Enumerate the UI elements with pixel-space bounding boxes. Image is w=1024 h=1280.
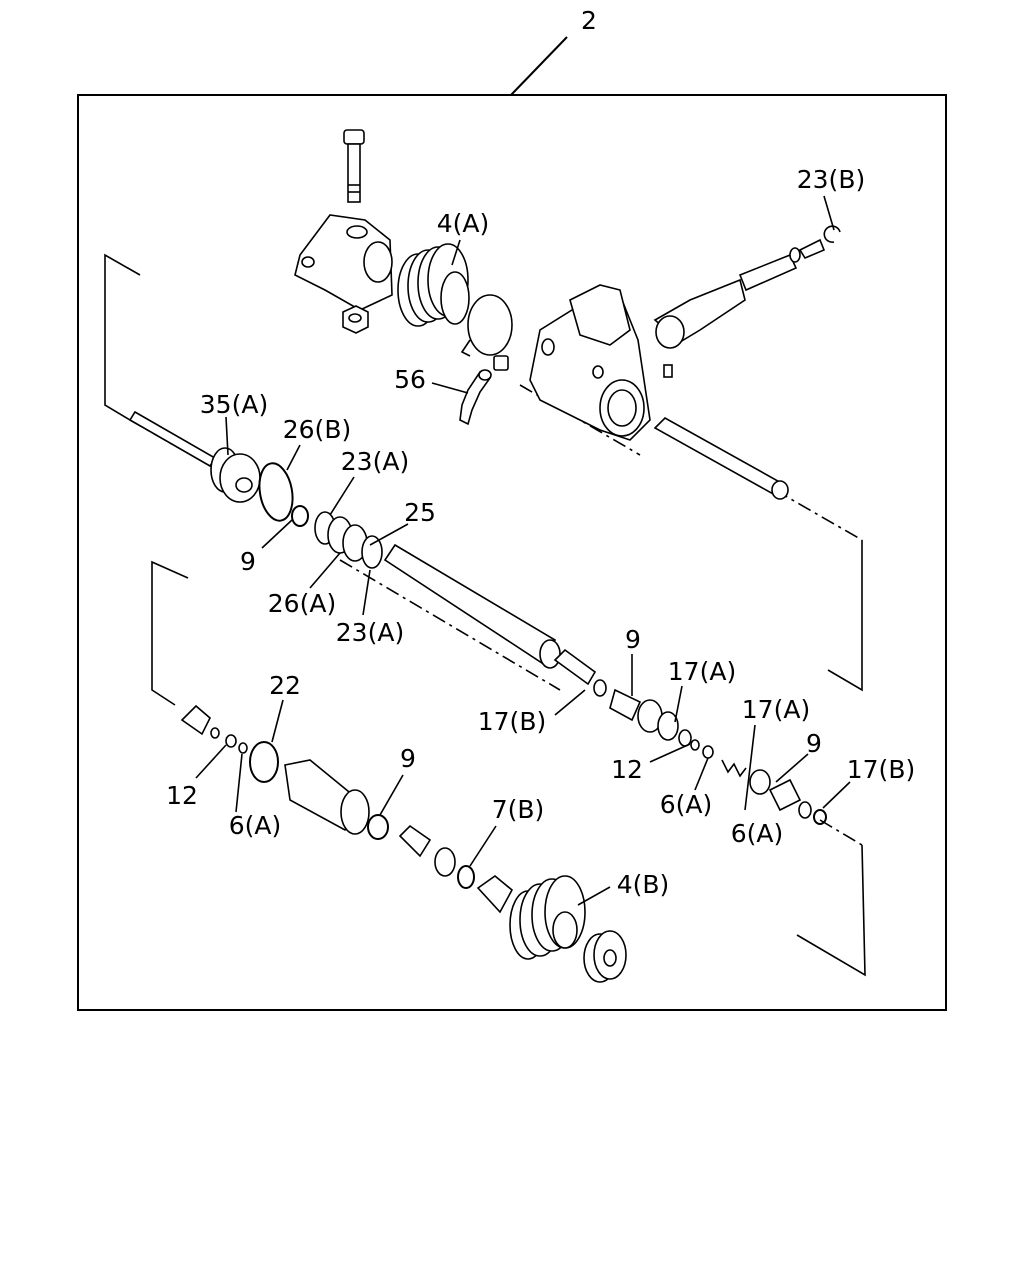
callout-12-left: 12 <box>166 781 198 810</box>
valve-parts-right <box>690 739 827 825</box>
callout-26b: 26(B) <box>283 415 351 444</box>
callout-6a-left: 6(A) <box>229 811 282 840</box>
part-9-left-ring <box>291 505 309 527</box>
inner-rod-left <box>128 410 217 468</box>
callout-12-right: 12 <box>611 755 643 784</box>
callout-17a-right: 17(A) <box>742 695 810 724</box>
callout-4a: 4(A) <box>437 209 490 238</box>
end-cap <box>583 930 627 983</box>
assembly-frame <box>77 94 947 1011</box>
assembly-label: 2 <box>581 6 597 35</box>
lower-left-end <box>180 704 248 754</box>
callout-9-mid: 9 <box>625 625 641 654</box>
mounting-bolt <box>343 129 365 203</box>
leader-lines <box>195 195 851 906</box>
part-26b-oring <box>258 462 294 522</box>
tie-rod-tube-upper <box>653 417 789 500</box>
callout-23b-top: 23(B) <box>797 165 865 194</box>
callout-9-bottom: 9 <box>400 744 416 773</box>
callout-17a-mid: 17(A) <box>668 657 736 686</box>
callout-35a: 35(A) <box>200 390 268 419</box>
lower-cylinder <box>284 759 370 835</box>
lower-spool-parts <box>398 824 514 914</box>
callout-9-right: 9 <box>806 729 822 758</box>
callout-6a-mid: 6(A) <box>660 790 713 819</box>
callout-56: 56 <box>394 365 426 394</box>
callout-17b-right: 17(B) <box>847 755 915 784</box>
assembly-leader <box>510 36 568 96</box>
gear-housing <box>529 284 673 441</box>
callout-6a-right: 6(A) <box>731 819 784 848</box>
callout-17b-mid: 17(B) <box>478 707 546 736</box>
valve-parts-mid <box>593 679 692 747</box>
callout-7b: 7(B) <box>492 795 545 824</box>
callout-9-left: 9 <box>240 547 256 576</box>
part-4a-bellows <box>397 243 470 327</box>
seal-stack <box>314 511 383 569</box>
part-56-pipe <box>459 355 509 426</box>
callout-labels: 23(B) 4(A) 56 35(A) 26(B) 23(A) 25 9 26(… <box>166 165 915 899</box>
bracket-nut <box>342 305 369 334</box>
callout-25: 25 <box>404 498 436 527</box>
callout-4b: 4(B) <box>617 870 670 899</box>
mounting-bracket <box>294 214 393 311</box>
rack-cylinder <box>383 543 597 686</box>
part-22-seal <box>249 741 279 783</box>
callout-23a-bottom: 23(A) <box>336 618 404 647</box>
pinion-shaft <box>653 238 826 349</box>
part-4b-bellows <box>509 875 586 960</box>
callout-26a: 26(A) <box>268 589 336 618</box>
part-35a-end <box>210 447 261 503</box>
clamp-ring <box>460 294 513 357</box>
callout-23a-top: 23(A) <box>341 447 409 476</box>
part-9-bottom-ring <box>367 814 389 840</box>
part-23b-circlip <box>823 225 841 243</box>
callout-22: 22 <box>269 671 301 700</box>
